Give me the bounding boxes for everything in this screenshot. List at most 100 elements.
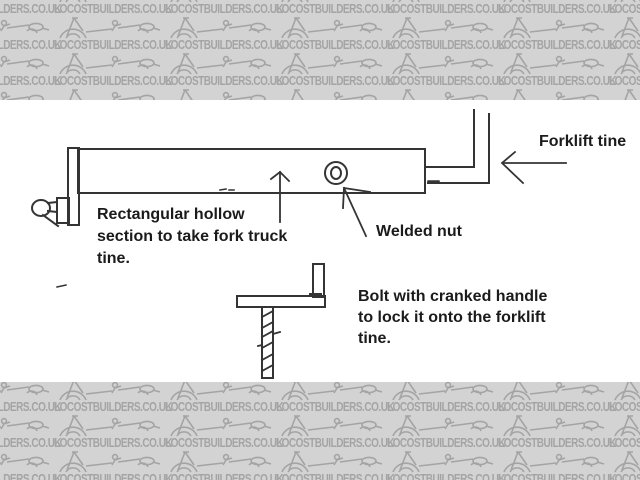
label-line: tine. xyxy=(97,250,130,267)
locost-car-logo-icon xyxy=(614,0,640,3)
watermark-tile: LOCOSTBUILDERS.CO.UK xyxy=(274,16,395,52)
locost-car-logo-icon xyxy=(392,382,494,401)
watermark-text: LOCOSTBUILDERS.CO.UK xyxy=(276,38,395,52)
watermark-text: LOCOSTBUILDERS.CO.UK xyxy=(498,38,617,52)
label-hollow-section: Rectangular hollow section to take fork … xyxy=(97,204,287,270)
locost-car-logo-icon xyxy=(614,382,640,401)
watermark-tile: LOCOSTBUILDERS.CO.UK xyxy=(52,450,173,480)
watermark-text: LOCOSTBUILDERS.CO.UK xyxy=(0,472,62,480)
watermark-text: LOCOSTBUILDERS.CO.UK xyxy=(276,74,395,88)
watermark-tile: LOCOSTBUILDERS.CO.UK xyxy=(52,414,173,450)
locost-car-logo-icon xyxy=(513,89,600,100)
watermark-tile: LOCOSTBUILDERS.CO.UK xyxy=(163,382,284,414)
label-line: Rectangular hollow xyxy=(97,206,245,223)
label-line: tine. xyxy=(358,330,391,347)
locost-car-logo-icon xyxy=(281,53,383,75)
watermark-tile: LOCOSTBUILDERS.CO.UK xyxy=(0,414,62,450)
watermark-tile: LOCOSTBUILDERS.CO.UK xyxy=(607,414,640,450)
watermark-band-top: LOCOSTBUILDERS.CO.UKLOCOSTBUILDERS.CO.UK… xyxy=(0,0,640,100)
watermark-text: LOCOSTBUILDERS.CO.UK xyxy=(387,2,506,16)
watermark-text: LOCOSTBUILDERS.CO.UK xyxy=(54,472,173,480)
watermark-text: LOCOSTBUILDERS.CO.UK xyxy=(0,436,62,450)
label-line: to lock it onto the forklift xyxy=(358,309,546,326)
watermark-tile: LOCOSTBUILDERS.CO.UK xyxy=(607,16,640,52)
watermark-tile: LOCOSTBUILDERS.CO.UK xyxy=(274,450,395,480)
watermark-text: LOCOSTBUILDERS.CO.UK xyxy=(54,436,173,450)
watermark-tile: LOCOSTBUILDERS.CO.UK xyxy=(385,88,496,100)
watermark-tile: LOCOSTBUILDERS.CO.UK xyxy=(163,0,284,16)
label-cranked-bolt: Bolt with cranked handle to lock it onto… xyxy=(358,286,547,349)
watermark-tile: LOCOSTBUILDERS.CO.UK xyxy=(496,450,617,480)
watermark-text: LOCOSTBUILDERS.CO.UK xyxy=(276,2,395,16)
watermark-tile: LOCOSTBUILDERS.CO.UK xyxy=(52,0,173,16)
locost-car-logo-icon xyxy=(503,382,605,401)
watermark-text: LOCOSTBUILDERS.CO.UK xyxy=(165,2,284,16)
watermark-tile: LOCOSTBUILDERS.CO.UK xyxy=(274,88,385,100)
locost-car-logo-icon xyxy=(59,382,161,401)
watermark-text: LOCOSTBUILDERS.CO.UK xyxy=(0,38,62,52)
locost-car-logo-icon xyxy=(0,19,50,34)
locost-car-logo-icon xyxy=(180,89,267,100)
watermark-tile: LOCOSTBUILDERS.CO.UK xyxy=(274,414,395,450)
locost-car-logo-icon xyxy=(69,89,156,100)
locost-car-logo-icon xyxy=(614,17,640,39)
forklift-tine-arrow xyxy=(500,150,567,185)
watermark-tile: LOCOSTBUILDERS.CO.UK xyxy=(496,382,617,414)
watermark-text: LOCOSTBUILDERS.CO.UK xyxy=(54,74,173,88)
watermark-text: LOCOSTBUILDERS.CO.UK xyxy=(54,38,173,52)
watermark-text: LOCOSTBUILDERS.CO.UK xyxy=(165,436,284,450)
cranked-bolt-outline xyxy=(236,263,326,379)
watermark-tile: LOCOSTBUILDERS.CO.UK xyxy=(496,16,617,52)
locost-car-logo-icon xyxy=(0,417,50,432)
watermark-text: LOCOSTBUILDERS.CO.UK xyxy=(387,38,506,52)
watermark-text: LOCOSTBUILDERS.CO.UK xyxy=(387,436,506,450)
locost-car-logo-icon xyxy=(392,415,494,437)
watermark-band-bottom: LOCOSTBUILDERS.CO.UKLOCOSTBUILDERS.CO.UK… xyxy=(0,382,640,480)
locost-car-logo-icon xyxy=(0,382,50,396)
watermark-tile: LOCOSTBUILDERS.CO.UK xyxy=(607,450,640,480)
watermark-text: LOCOSTBUILDERS.CO.UK xyxy=(276,436,395,450)
label-line: Bolt with cranked handle xyxy=(358,288,548,305)
hollow-section-arrow xyxy=(269,170,291,223)
watermark-text: LOCOSTBUILDERS.CO.UK xyxy=(54,400,173,414)
watermark-tile: LOCOSTBUILDERS.CO.UK xyxy=(163,450,284,480)
watermark-tile: LOCOSTBUILDERS.CO.UK xyxy=(52,16,173,52)
watermark-text: LOCOSTBUILDERS.CO.UK xyxy=(387,74,506,88)
locost-car-logo-icon xyxy=(59,53,161,75)
watermark-tile: LOCOSTBUILDERS.CO.UK xyxy=(274,382,395,414)
watermark-text: LOCOSTBUILDERS.CO.UK xyxy=(498,74,617,88)
watermark-tile: LOCOSTBUILDERS.CO.UK xyxy=(607,0,640,16)
watermark-tile: LOCOSTBUILDERS.CO.UK xyxy=(0,0,62,16)
locost-car-logo-icon xyxy=(281,0,309,3)
watermark-tile: LOCOSTBUILDERS.CO.UK xyxy=(385,0,506,16)
watermark-tile: LOCOSTBUILDERS.CO.UK xyxy=(496,414,617,450)
watermark-text: LOCOSTBUILDERS.CO.UK xyxy=(276,400,395,414)
watermark-text: LOCOSTBUILDERS.CO.UK xyxy=(276,472,395,480)
watermark-tile: LOCOSTBUILDERS.CO.UK xyxy=(0,52,62,88)
locost-car-logo-icon xyxy=(170,0,198,3)
hollow-section-outline xyxy=(67,147,426,226)
watermark-tile: LOCOSTBUILDERS.CO.UK xyxy=(274,52,395,88)
welded-nut-symbol xyxy=(324,161,348,185)
watermark-text: LOCOSTBUILDERS.CO.UK xyxy=(0,400,62,414)
watermark-text: LOCOSTBUILDERS.CO.UK xyxy=(165,400,284,414)
watermark-tile: LOCOSTBUILDERS.CO.UK xyxy=(496,52,617,88)
watermark-text: LOCOSTBUILDERS.CO.UK xyxy=(498,472,617,480)
locost-car-logo-icon xyxy=(503,53,605,75)
watermark-text: LOCOSTBUILDERS.CO.UK xyxy=(54,2,173,16)
watermark-tile: LOCOSTBUILDERS.CO.UK xyxy=(607,382,640,414)
watermark-tile: LOCOSTBUILDERS.CO.UK xyxy=(607,52,640,88)
watermark-tile: LOCOSTBUILDERS.CO.UK xyxy=(0,382,62,414)
locost-car-logo-icon xyxy=(614,53,640,75)
watermark-text: LOCOSTBUILDERS.CO.UK xyxy=(609,38,640,52)
locost-car-logo-icon xyxy=(281,415,383,437)
watermark-text: LOCOSTBUILDERS.CO.UK xyxy=(387,400,506,414)
locost-car-logo-icon xyxy=(503,451,605,473)
locost-car-logo-icon xyxy=(392,17,494,39)
locost-car-logo-icon xyxy=(0,55,50,70)
label-welded-nut: Welded nut xyxy=(376,223,462,240)
watermark-text: LOCOSTBUILDERS.CO.UK xyxy=(609,2,640,16)
locost-car-logo-icon xyxy=(170,17,272,39)
